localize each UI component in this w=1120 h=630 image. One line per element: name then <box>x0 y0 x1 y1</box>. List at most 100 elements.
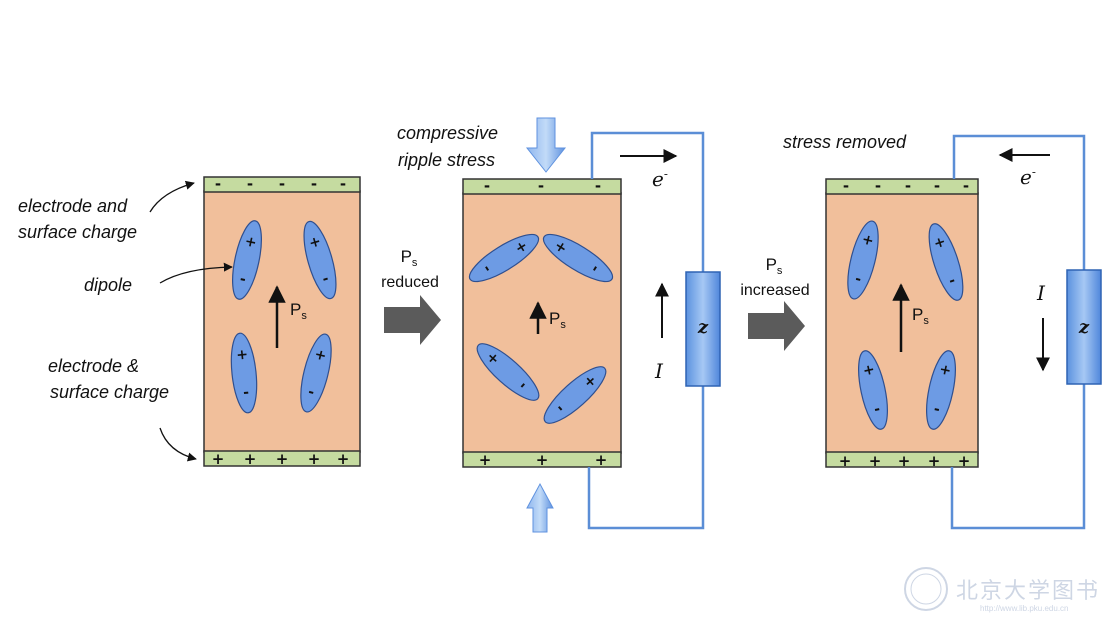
minus-charge: - <box>215 175 221 193</box>
minus-charge: - <box>934 177 940 195</box>
minus-charge: - <box>311 175 317 193</box>
minus-charge: - <box>595 177 601 195</box>
svg-text:+: + <box>938 361 953 379</box>
watermark-url: http://www.lib.pku.edu.cn <box>980 604 1069 613</box>
minus-charge: - <box>843 177 849 195</box>
svg-text:-: - <box>321 271 331 288</box>
polarization-label: Ps <box>549 309 566 331</box>
plus-charge: + <box>869 452 882 470</box>
plus-charge: + <box>898 452 911 470</box>
electrode-top-label-2: surface charge <box>18 222 137 242</box>
transition-arrow <box>384 295 441 345</box>
minus-charge: - <box>340 175 346 193</box>
top-electrode <box>462 178 622 195</box>
circuit-wire <box>590 131 705 272</box>
dipole: + - <box>468 233 540 283</box>
svg-text:-: - <box>306 384 316 401</box>
electrode-bottom-label-2: surface charge <box>50 382 169 402</box>
minus-charge: - <box>905 177 911 195</box>
plus-charge: + <box>958 452 971 470</box>
svg-text:-: - <box>242 385 250 402</box>
plus-charge: + <box>479 451 492 469</box>
ps-label: Ps <box>766 255 783 277</box>
electron-label: e- <box>1020 165 1036 189</box>
svg-text:+: + <box>932 234 948 253</box>
plus-charge: + <box>212 450 225 468</box>
stress-removed-label: stress removed <box>783 132 907 152</box>
watermark: 北京大学图书 http://www.lib.pku.edu.cn <box>904 567 1100 613</box>
plus-charge: + <box>337 450 350 468</box>
pointer-arrow <box>159 262 233 284</box>
stress-arrow-down <box>525 117 567 173</box>
minus-charge: - <box>538 177 544 195</box>
polarization-label: Ps <box>290 300 307 322</box>
svg-text:+: + <box>235 347 248 364</box>
transition-2: Ps increased <box>740 255 810 351</box>
top-electrode <box>825 178 979 195</box>
minus-charge: - <box>247 175 253 193</box>
load-label: z <box>697 317 709 338</box>
dipole: + - <box>858 350 888 430</box>
dipole-label: dipole <box>84 275 132 295</box>
svg-text:+: + <box>307 233 323 252</box>
top-charges: - - - - - <box>215 175 346 193</box>
panel-2: - - - + + + + - + - + - + - Ps comp <box>397 117 721 533</box>
dipole: + - <box>542 233 614 283</box>
dipole: + - <box>476 343 540 401</box>
electrode-bottom-label: electrode & <box>48 356 139 376</box>
pointer-arrow <box>159 427 197 462</box>
svg-text:-: - <box>873 401 882 418</box>
svg-text:+: + <box>860 231 875 249</box>
dipole: + - <box>303 220 337 300</box>
stress-label-2: ripple stress <box>398 150 495 170</box>
dipole: + - <box>232 220 262 300</box>
plus-charge: + <box>839 452 852 470</box>
bottom-electrode <box>203 450 361 467</box>
stress-label: compressive <box>397 123 498 143</box>
crystal-body <box>203 190 361 453</box>
load-label: z <box>1078 317 1090 338</box>
increased-label: increased <box>740 282 809 299</box>
ps-label: Ps <box>401 247 418 269</box>
panel-3: - - - - - + + + + + + - + - + - + - Ps <box>783 132 1102 530</box>
svg-text:+: + <box>243 233 258 251</box>
dipole: + - <box>300 333 332 413</box>
svg-text:-: - <box>932 401 941 418</box>
svg-text:-: - <box>947 272 958 289</box>
circuit-wire <box>952 134 1086 270</box>
bottom-electrode <box>462 451 622 468</box>
top-electrode <box>203 176 361 193</box>
current-label: I <box>1036 281 1046 305</box>
bottom-electrode <box>825 451 979 468</box>
bottom-charges: + + + + + <box>212 450 350 468</box>
crystal-body <box>462 192 622 454</box>
circuit-wire <box>587 386 705 530</box>
left-labels: electrode and surface charge dipole elec… <box>18 180 233 462</box>
minus-charge: - <box>875 177 881 195</box>
dipole: + - <box>847 220 879 300</box>
svg-text:-: - <box>238 271 247 288</box>
load-resistor <box>685 271 721 387</box>
panel-1: - - - - - + + + + + + - + - + - <box>203 175 361 468</box>
plus-charge: + <box>276 450 289 468</box>
watermark-text: 北京大学图书 <box>956 579 1100 604</box>
svg-text:+: + <box>313 346 328 364</box>
polarization-label: Ps <box>912 305 929 327</box>
electron-label: e- <box>652 167 668 191</box>
plus-charge: + <box>308 450 321 468</box>
load-resistor <box>1066 269 1102 385</box>
minus-charge: - <box>963 177 969 195</box>
minus-charge: - <box>484 177 490 195</box>
plus-charge: + <box>244 450 257 468</box>
transition-1: Ps reduced <box>381 247 441 345</box>
stress-arrow-up <box>526 482 554 533</box>
plus-charge: + <box>595 451 608 469</box>
dipole: + - <box>928 223 964 301</box>
circuit-wire <box>950 384 1086 530</box>
transition-arrow <box>748 301 805 351</box>
reduced-label: reduced <box>381 274 439 291</box>
electrode-top-label: electrode and <box>18 196 128 216</box>
dipole: + - <box>926 350 956 430</box>
svg-text:+: + <box>861 361 876 379</box>
pointer-arrow <box>149 180 195 213</box>
